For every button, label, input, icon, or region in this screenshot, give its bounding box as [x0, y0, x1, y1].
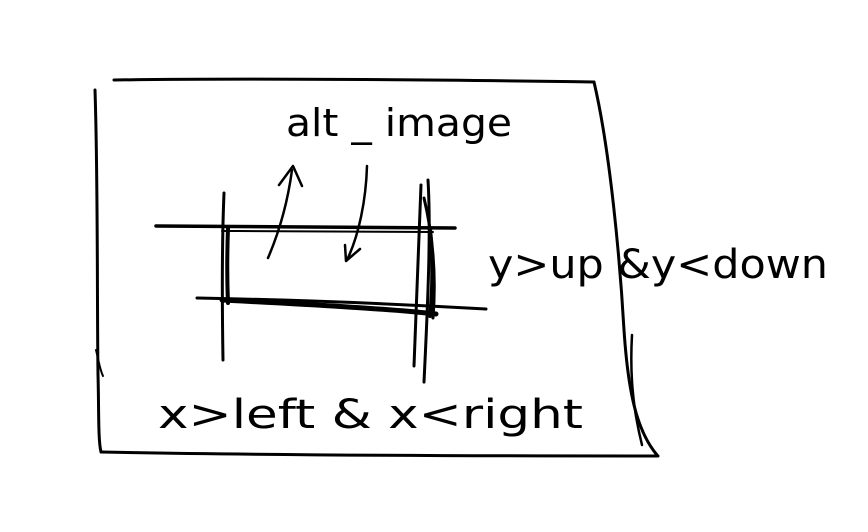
arrow-up-out	[266, 164, 304, 260]
label-x-condition: x>left & x<right	[158, 392, 583, 438]
label-y-condition: y>up &y<down	[488, 242, 828, 288]
outer-frame	[93, 77, 660, 458]
bounding-rectangle	[154, 178, 488, 384]
arrow-down-in	[343, 164, 369, 263]
label-alt-image: alt _ image	[286, 101, 512, 145]
